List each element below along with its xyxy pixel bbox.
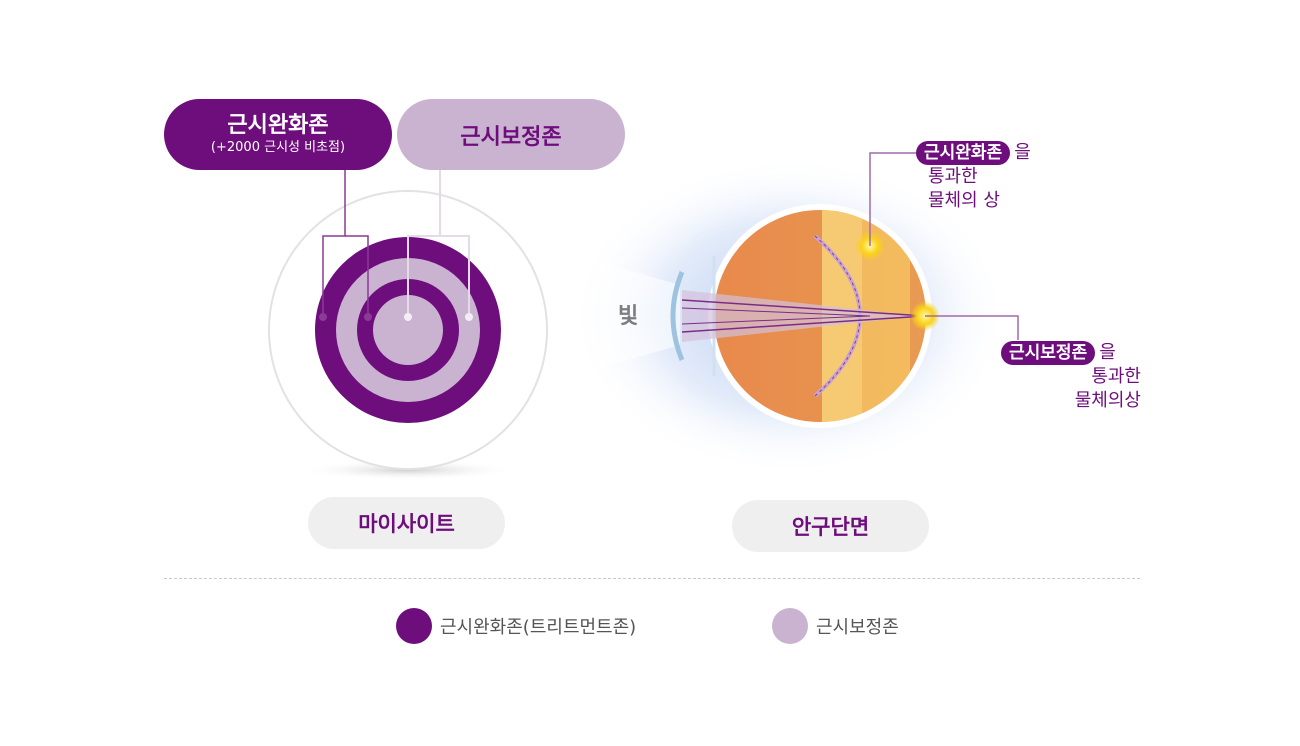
correct-leader-line [407,170,441,317]
lens-label: 마이사이트 [308,497,505,549]
relax-zone-pill: 근시완화존 (+2000 근시성 비초점) [164,99,392,170]
light-cone [600,262,680,368]
myopia-lens [268,170,548,480]
anno-bottom-leader [925,315,1019,340]
anno-top-post: 을 [1014,142,1031,163]
eye-label: 안구단면 [732,500,929,552]
lens-correct-center [373,295,443,365]
legend-relax-label: 근시완화존(트리트먼트존) [440,617,637,638]
legend-correct-label: 근시보정존 [816,617,899,638]
ray-1 [681,299,926,317]
anno-bottom-line3: 물체의상 [1074,390,1141,411]
light-rays [682,290,920,342]
anno-top-leader [869,152,916,246]
anno-bottom-line2: 통과한 [1091,366,1141,387]
correct-marker-center [404,313,412,321]
relax-marker-outer [319,313,327,321]
cornea [670,271,685,361]
lens-label-text: 마이사이트 [358,512,455,536]
anno-top-line3: 물체의 상 [928,190,1000,211]
anno-bottom-tag: 근시보정존 [1001,341,1096,365]
relax-zone-title: 근시완화존 [227,112,329,138]
relax-leader-line [322,170,346,317]
correct-zone-title: 근시보정존 [460,124,562,150]
anno-top-tag: 근시완화존 [916,141,1011,165]
correct-zone-pill: 근시보정존 [397,99,625,170]
anno-top-line2: 통과한 [928,166,978,187]
correct-marker-outer [465,313,473,321]
divider [164,578,1140,579]
anno-bottom-post: 을 [1099,342,1116,363]
eye-cross-section [570,152,1019,476]
relax-marker-inner [364,313,372,321]
legend-correct-dot [772,608,808,644]
legend-relax-dot [396,608,432,644]
ray-2 [681,315,926,333]
ray-3 [681,307,871,317]
ray-4 [681,315,871,325]
legend-relax: 근시완화존(트리트먼트존) [396,608,636,644]
correct-leader-branch [440,235,470,317]
eye-label-text: 안구단면 [791,515,870,539]
relax-leader-branch [345,235,369,317]
light-label: 빛 [618,304,639,329]
relax-zone-subtitle: (+2000 근시성 비초점) [210,139,346,155]
legend-correct: 근시보정존 [772,608,899,644]
